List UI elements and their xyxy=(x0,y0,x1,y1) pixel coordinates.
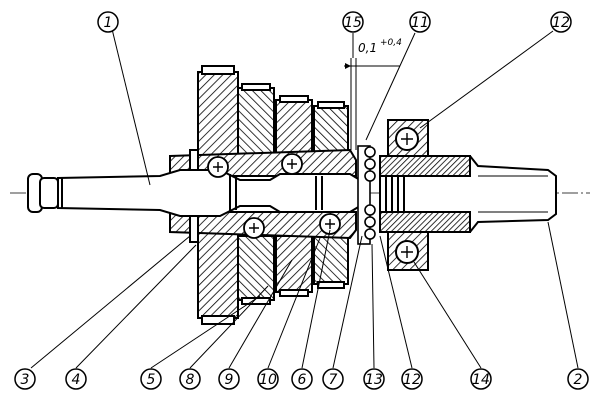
balloon-3: 3 xyxy=(14,368,36,390)
svg-text:2: 2 xyxy=(574,372,583,388)
balloon-8: 8 xyxy=(179,368,201,390)
output-shaft xyxy=(379,155,557,233)
balloon-13: 13 xyxy=(363,368,385,390)
svg-text:13: 13 xyxy=(365,372,383,388)
balloon-6: 6 xyxy=(291,368,313,390)
balloon-12-bottom: 12 xyxy=(401,368,423,390)
svg-text:12: 12 xyxy=(552,15,570,31)
svg-text:4: 4 xyxy=(72,372,81,388)
axial-bearing xyxy=(357,145,376,245)
radial-bearing xyxy=(387,119,429,271)
svg-text:5: 5 xyxy=(147,372,156,388)
tolerance-sup: +0,4 xyxy=(380,38,402,48)
balloon-12-top: 12 xyxy=(550,11,572,33)
tolerance-main: 0,1 xyxy=(358,41,377,55)
svg-text:15: 15 xyxy=(344,15,362,31)
leader-lines xyxy=(30,28,579,369)
svg-text:10: 10 xyxy=(259,372,277,388)
svg-text:11: 11 xyxy=(411,15,429,31)
balloon-5: 5 xyxy=(140,368,162,390)
balloon-4: 4 xyxy=(65,368,87,390)
balloon-11: 11 xyxy=(409,11,431,33)
balloon-7: 7 xyxy=(322,368,344,390)
balloon-1: 1 xyxy=(97,11,119,33)
tolerance-dimension: 0,1 +0,4 xyxy=(344,38,402,150)
part-balloons: 1 15 11 12 3 4 5 8 9 10 6 7 13 12 14 2 xyxy=(14,11,589,390)
balloon-9: 9 xyxy=(218,368,240,390)
svg-text:9: 9 xyxy=(225,372,234,388)
svg-text:3: 3 xyxy=(21,372,30,388)
svg-text:6: 6 xyxy=(298,372,307,388)
main-shaft xyxy=(27,169,361,217)
balloon-10: 10 xyxy=(257,368,279,390)
svg-text:7: 7 xyxy=(329,372,338,388)
balloon-2: 2 xyxy=(567,368,589,390)
svg-text:1: 1 xyxy=(104,15,113,31)
svg-text:14: 14 xyxy=(472,372,490,388)
balloon-14: 14 xyxy=(470,368,492,390)
svg-text:8: 8 xyxy=(186,372,195,388)
svg-text:12: 12 xyxy=(403,372,421,388)
shaft-balls xyxy=(207,153,341,239)
balloon-15: 15 xyxy=(342,11,364,33)
